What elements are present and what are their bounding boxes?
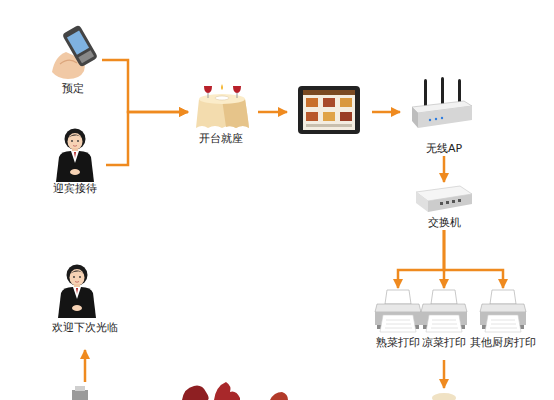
icon-node: 熟菜打印 bbox=[373, 288, 423, 350]
icon-node: 凉菜打印 bbox=[420, 288, 468, 350]
printer-illustration bbox=[480, 290, 526, 332]
connector-arrow bbox=[102, 60, 188, 112]
node-label: 其他厨房打印 bbox=[470, 336, 536, 350]
tablet-illustration bbox=[298, 86, 360, 134]
node-label: 交换机 bbox=[428, 216, 461, 230]
node-label: 熟菜打印 bbox=[376, 336, 420, 350]
icon-node: 预定 bbox=[44, 28, 102, 96]
node-label: 欢迎下次光临 bbox=[52, 321, 118, 335]
icon-node: 迎宾接待 bbox=[44, 126, 106, 196]
node-label: 无线AP bbox=[426, 142, 462, 156]
receptionist-figure bbox=[56, 129, 94, 183]
printer-illustration bbox=[375, 290, 421, 332]
switch-illustration bbox=[416, 186, 472, 212]
connector-arrow bbox=[106, 112, 188, 165]
icon-node: 其他厨房打印 bbox=[470, 288, 536, 350]
icon-node: 无线AP bbox=[410, 76, 478, 156]
node-label: 凉菜打印 bbox=[422, 336, 466, 350]
node-label: 迎宾接待 bbox=[53, 182, 97, 196]
phone-illustration bbox=[52, 25, 98, 79]
connector-arrow bbox=[398, 230, 444, 288]
printer-illustration bbox=[421, 290, 467, 332]
connector-arrow bbox=[444, 230, 503, 288]
receptionist-figure bbox=[58, 265, 96, 319]
node-label: 预定 bbox=[62, 82, 84, 96]
icon-node: 开台就座 bbox=[188, 82, 254, 146]
connector-arrow bbox=[443, 230, 446, 288]
icon-node: 欢迎下次光临 bbox=[40, 263, 130, 335]
flow-arrows bbox=[85, 112, 444, 388]
wireless-ap-illustration bbox=[412, 77, 472, 128]
icon-node: 交换机 bbox=[410, 182, 478, 230]
connector-arrow bbox=[443, 156, 446, 182]
cropped-illustrations bbox=[72, 382, 456, 400]
node-label: 开台就座 bbox=[199, 132, 243, 146]
table-illustration bbox=[196, 84, 249, 128]
